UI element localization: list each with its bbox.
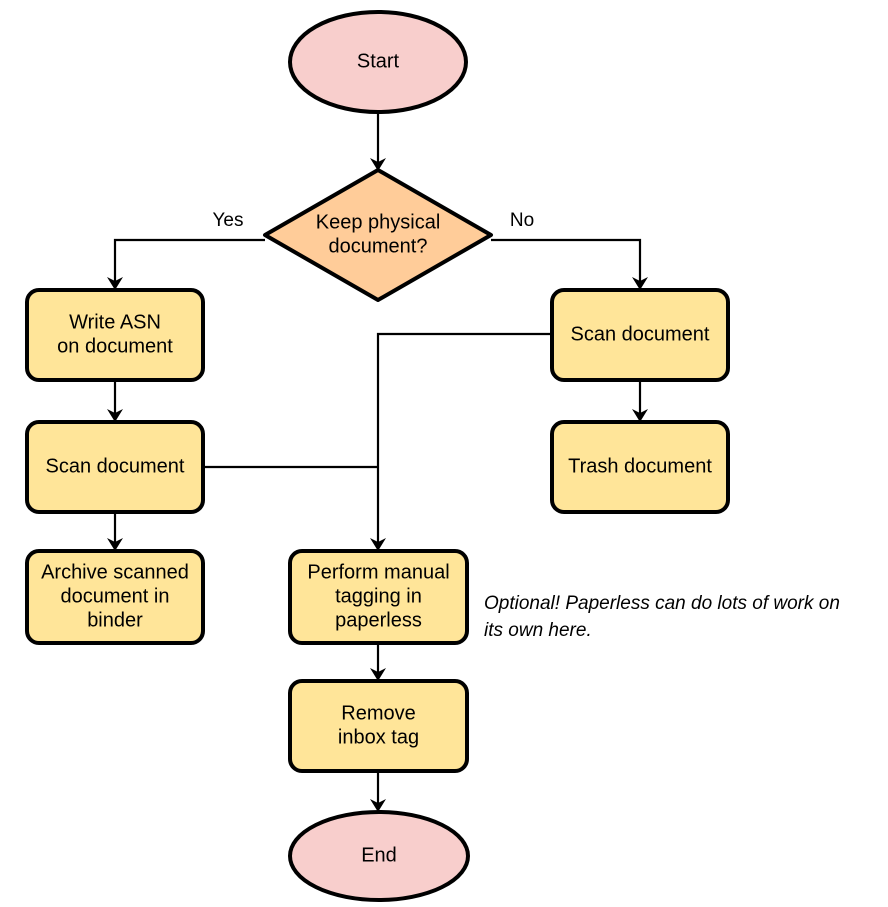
node-label: Perform manual [307,561,449,583]
node-label: paperless [335,609,422,631]
node-scan-document-right[interactable]: Scan document [550,288,730,382]
process-rect[interactable] [25,549,205,645]
annotation-optional-note: Optional! Paperless can do lots of work … [484,593,840,641]
node-label: binder [87,609,143,631]
process-rect[interactable] [25,420,205,514]
edge-remove-inbox-tag-to-end [370,771,386,812]
node-label: Scan document [46,455,185,477]
arrow-head [370,158,386,171]
edge-scan-document-right-to-tagging [370,332,552,551]
edge-label-no: No [510,210,534,231]
node-label: document in [61,585,170,607]
arrow-head [632,277,648,290]
process-rect[interactable] [288,549,469,645]
arrow-head [370,668,386,681]
annotations-layer: Optional! Paperless can do lots of work … [484,593,840,641]
edge-tagging-to-remove-inbox-tag [370,643,386,681]
edge-path [376,332,552,544]
arrow-head [107,277,123,290]
edges-layer: Yes No [107,112,648,812]
arrow-head [632,409,648,422]
node-label: Trash document [568,455,712,477]
node-label: End [361,844,397,866]
node-label: Remove [341,702,415,724]
edge-write-asn-to-scan-document-left [107,380,123,422]
arrow-head [107,538,123,551]
process-rect[interactable] [288,679,469,773]
node-label: tagging in [335,585,422,607]
edge-path [113,238,265,283]
process-rect[interactable] [25,288,205,382]
edge-label-yes: Yes [213,210,244,231]
node-label: Keep physical [316,211,441,233]
edge-start-to-decision [370,112,386,171]
terminator-ellipse[interactable] [288,810,470,902]
arrow-head [370,538,386,551]
node-end[interactable]: End [288,810,470,902]
node-label: Start [357,50,400,72]
annotation-line: Optional! Paperless can do lots of work … [484,593,840,614]
node-label: Archive scanned [41,561,189,583]
edge-decision-yes-to-write-asn: Yes [107,210,265,290]
arrow-head [370,799,386,812]
node-label: document? [329,235,428,257]
node-label: inbox tag [338,726,419,748]
process-rect[interactable] [550,288,730,382]
node-start[interactable]: Start [288,10,468,114]
decision-diamond[interactable] [263,168,493,302]
edge-decision-no-to-scan-document-right: No [491,210,648,290]
node-label: Scan document [571,323,710,345]
node-trash-document[interactable]: Trash document [550,420,730,514]
edge-scan-document-left-to-archive [107,512,123,551]
process-rect[interactable] [550,420,730,514]
node-label: Write ASN [69,311,161,333]
terminator-ellipse[interactable] [288,10,468,114]
annotation-line: its own here. [484,620,592,641]
node-scan-document-left[interactable]: Scan document [25,420,205,514]
node-label: on document [57,335,173,357]
edge-scan-document-right-to-trash [632,380,648,422]
arrow-head [107,409,123,422]
edge-path [491,238,642,283]
